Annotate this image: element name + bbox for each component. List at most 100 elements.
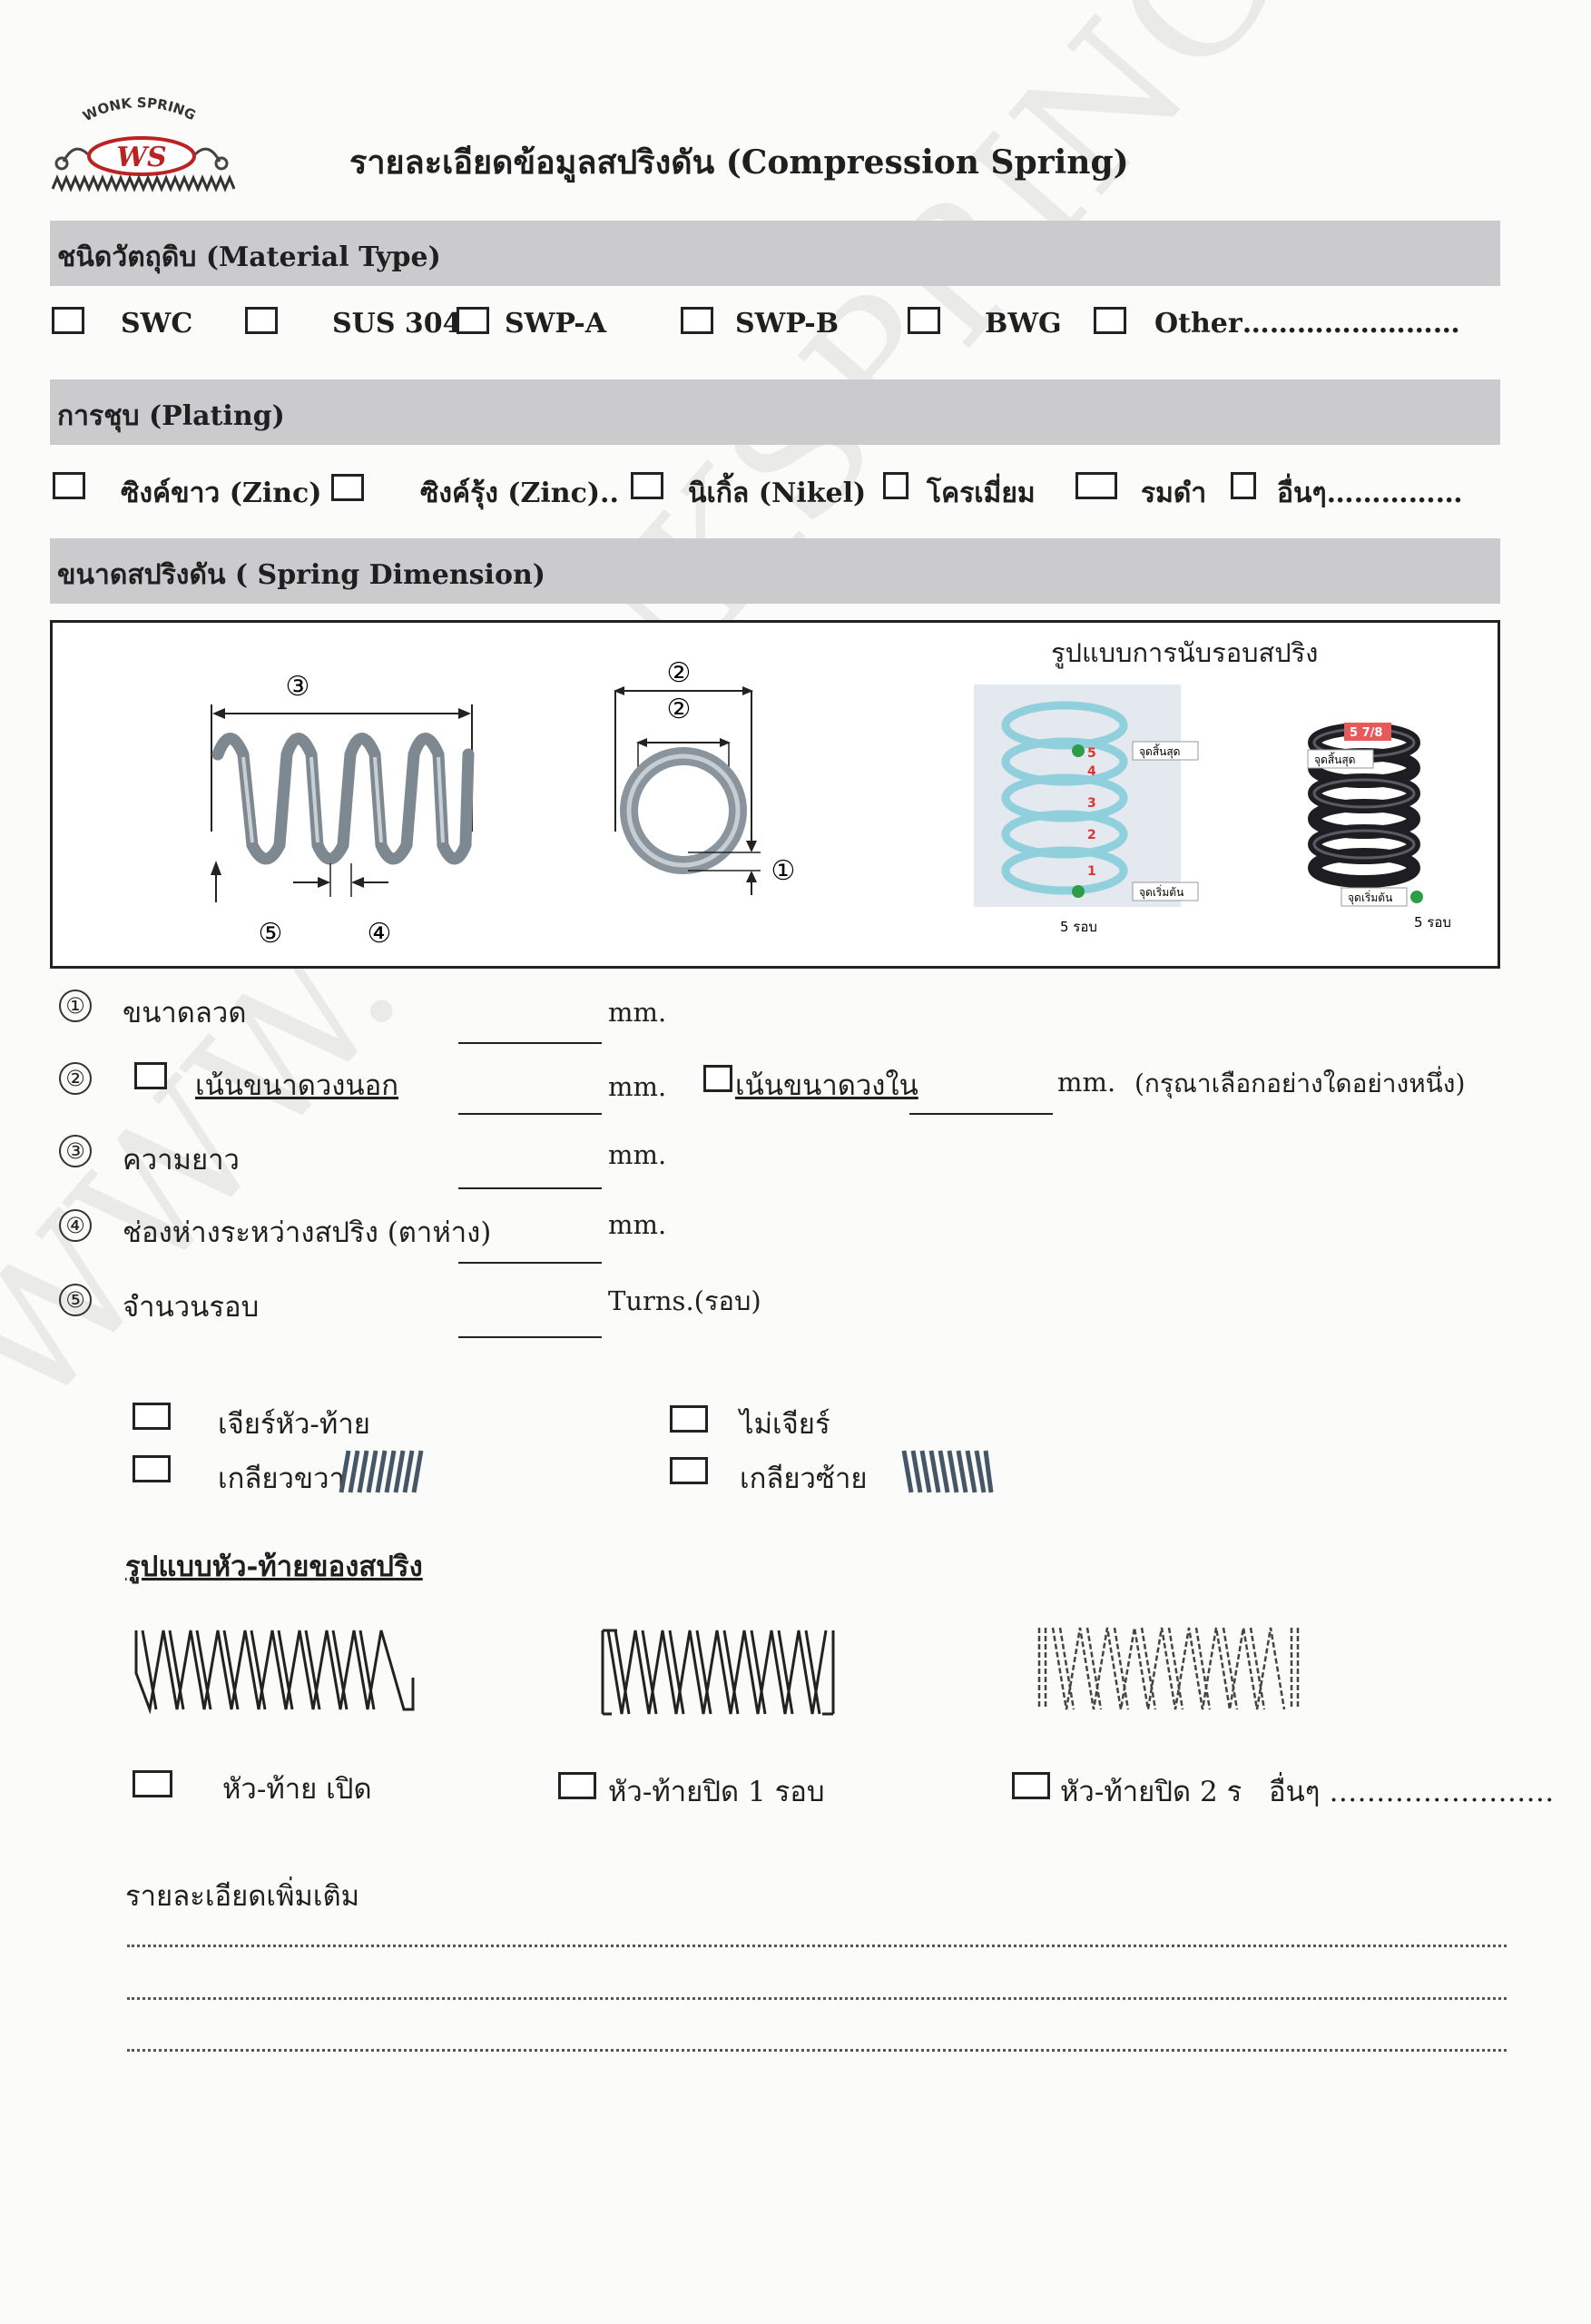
option-bwg: BWG [985, 308, 1062, 340]
closed-2-turn-spring [1037, 1627, 1300, 1710]
dimension-heading: ขนาดสปริงดัน ( Spring Dimension) [57, 559, 545, 591]
photo2-start-label: จุดเริ่มต้น [1348, 890, 1392, 905]
open-ends-spring [134, 1630, 415, 1714]
wire-size-label: ขนาดลวด [123, 997, 247, 1029]
marker-coils: ⑤ [259, 918, 283, 950]
choose-one-note: (กรุณาเลือกอย่างใดอย่างหนึ่ง) [1134, 1068, 1466, 1098]
checkbox-open-ends[interactable] [133, 1770, 172, 1797]
inner-diameter-unit: mm. [1057, 1067, 1116, 1098]
photo2-top-label: 5 7/8 [1350, 726, 1382, 740]
option-white-zinc: ซิงค์ขาว (Zinc) [121, 478, 322, 509]
option-swp-b: SWP-B [735, 308, 840, 340]
spring-side-view: ③ ⑤ ④ [211, 671, 475, 950]
count-method-title: รูปแบบการนับรอบสปริง [1051, 637, 1319, 668]
outer-diameter-input[interactable] [458, 1113, 602, 1115]
option-other-material: Other…………………… [1154, 308, 1460, 340]
checkbox-closed-1-turn[interactable] [558, 1772, 596, 1799]
checkbox-inner-diameter[interactable] [703, 1065, 732, 1092]
length-unit: mm. [608, 1139, 667, 1170]
logo-initials: WS [116, 142, 166, 173]
spring-end-view: ② ② ① [614, 657, 796, 895]
wire-size-unit: mm. [608, 997, 667, 1028]
svg-text:WONK SPRING: WONK SPRING [80, 94, 198, 124]
option-sus304: SUS 304 [332, 308, 462, 340]
checkbox-other-plating[interactable] [1231, 472, 1256, 499]
additional-details-label: รายละเอียดเพิ่มเติม [125, 1880, 360, 1913]
dimension-diagram-box: ③ ⑤ ④ ② ② [50, 620, 1500, 969]
details-line-2[interactable] [127, 1997, 1507, 2000]
details-line-1[interactable] [127, 1945, 1507, 1947]
marker-inner-diameter: ② [667, 694, 692, 725]
checkbox-chrome[interactable] [883, 472, 908, 499]
inner-diameter-label: เน้นขนาดวงใน [735, 1069, 918, 1102]
dimension-section-header: ขนาดสปริงดัน ( Spring Dimension) [50, 538, 1500, 604]
checkbox-outer-diameter[interactable] [134, 1062, 167, 1089]
photo1-end-label: จุดสิ้นสุด [1139, 743, 1180, 759]
end-types-heading: รูปแบบหัว-ท้ายของสปริง [125, 1551, 423, 1583]
pitch-unit: mm. [608, 1209, 667, 1240]
outer-diameter-label: เน้นขนาดวงนอก [195, 1069, 399, 1102]
checkbox-swp-a[interactable] [457, 307, 489, 334]
checkbox-sus304[interactable] [245, 307, 278, 334]
option-black-oxide: รมดำ [1141, 478, 1207, 509]
closed-2-turn-label: หัว-ท้ายปิด 2 ร [1060, 1776, 1242, 1808]
option-swp-a: SWP-A [505, 308, 607, 340]
length-input[interactable] [458, 1187, 602, 1189]
material-section-header: ชนิดวัตถุดิบ (Material Type) [50, 221, 1500, 286]
closed-1-turn-label: หัว-ท้ายปิด 1 รอบ [608, 1776, 825, 1808]
photo2-caption: 5 รอบ [1414, 914, 1450, 931]
outer-diameter-unit: mm. [608, 1071, 667, 1102]
details-line-3[interactable] [127, 2049, 1507, 2052]
checkbox-not-ground[interactable] [670, 1405, 708, 1433]
field-4-number: ④ [59, 1209, 92, 1242]
field-5-number: ⑤ [59, 1284, 92, 1316]
checkbox-other-material[interactable] [1094, 307, 1126, 334]
plating-section-header: การชุบ (Plating) [50, 379, 1500, 445]
logo-arc-text: WONK SPRING [80, 94, 198, 124]
pitch-label: ช่องห่างระหว่างสปริง (ตาห่าง) [123, 1216, 492, 1249]
other-ends-label: อื่นๆ …………………… [1269, 1776, 1555, 1808]
page-title: รายละเอียดข้อมูลสปริงดัน (Compression Sp… [349, 143, 1129, 182]
checkbox-white-zinc[interactable] [53, 472, 85, 499]
option-other-plating: อื่นๆ…………… [1277, 478, 1463, 509]
checkbox-ground-ends[interactable] [133, 1403, 171, 1430]
plating-heading: การชุบ (Plating) [57, 400, 285, 432]
not-ground-label: ไม่เจียร์ [740, 1408, 830, 1441]
option-chrome: โครเมี่ยม [927, 478, 1036, 509]
field-2-number: ② [59, 1062, 92, 1095]
checkbox-nickel[interactable] [631, 472, 663, 499]
marker-wire-diameter: ① [771, 855, 796, 887]
option-rainbow-zinc: ซิงค์รุ้ง (Zinc).. [420, 478, 619, 509]
checkbox-black-oxide[interactable] [1075, 472, 1117, 499]
field-3-number: ③ [59, 1135, 92, 1167]
photo-light-spring: 5 4 3 2 1 จุดสิ้นสุด จุดเริ่มต้น 5 รอบ [974, 684, 1199, 934]
turns-unit: Turns.(รอบ) [608, 1285, 761, 1316]
checkbox-left-hand[interactable] [670, 1457, 708, 1484]
right-hand-label: เกลียวขวา [218, 1462, 345, 1495]
checkbox-rainbow-zinc[interactable] [331, 474, 364, 501]
marker-free-length: ③ [286, 671, 310, 703]
checkbox-bwg[interactable] [908, 307, 940, 334]
option-nickel: นิเกิ้ล (Nikel) [688, 478, 867, 509]
wire-size-input[interactable] [458, 1042, 602, 1044]
checkbox-closed-2-turn[interactable] [1012, 1772, 1050, 1799]
checkbox-right-hand[interactable] [133, 1455, 171, 1482]
photo1-turn-2: 2 [1087, 828, 1096, 842]
right-hand-spring-icon [339, 1450, 424, 1493]
closed-1-turn-spring [601, 1629, 835, 1716]
company-logo: WONK SPRING WS [47, 91, 242, 204]
inner-diameter-input[interactable] [909, 1113, 1053, 1115]
turns-label: จำนวนรอบ [123, 1291, 260, 1324]
field-1-number: ① [59, 990, 92, 1022]
photo-dark-spring: 5 7/8 จุดสิ้นสุด จุดเริ่มต้น 5 รอบ [1307, 723, 1450, 931]
photo1-turn-1: 1 [1087, 864, 1096, 879]
marker-pitch: ④ [368, 918, 392, 950]
marker-outer-diameter: ② [667, 657, 692, 689]
option-swc: SWC [121, 308, 193, 340]
checkbox-swc[interactable] [52, 307, 84, 334]
pitch-input[interactable] [458, 1262, 602, 1264]
checkbox-swp-b[interactable] [681, 307, 713, 334]
left-hand-spring-icon [901, 1450, 994, 1493]
turns-input[interactable] [458, 1336, 602, 1338]
photo1-turn-5: 5 [1087, 746, 1096, 761]
